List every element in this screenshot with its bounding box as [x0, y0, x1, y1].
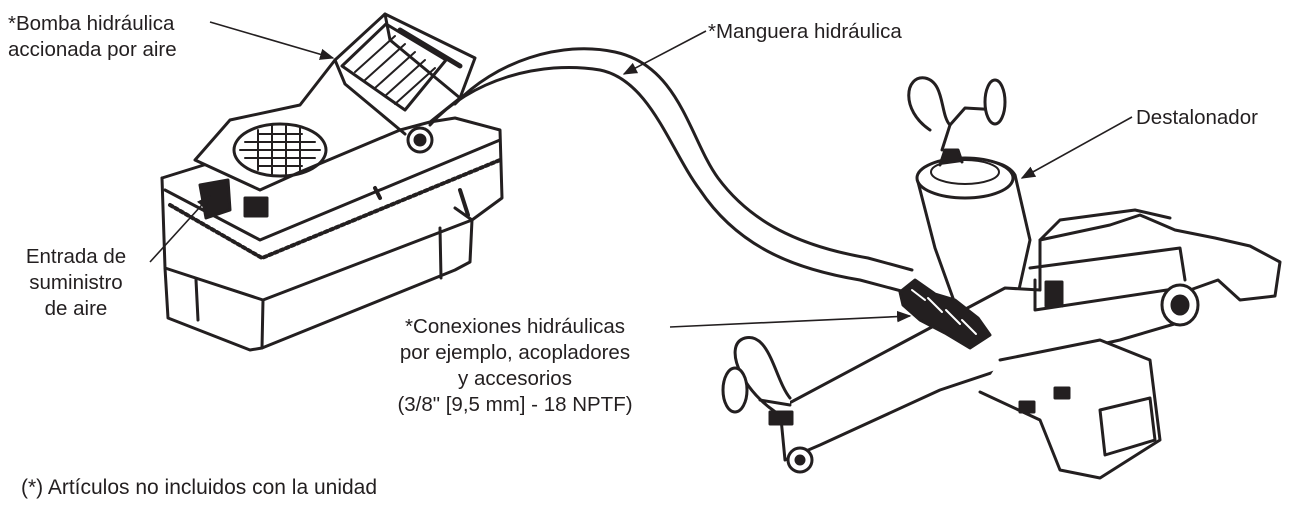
label-hose: *Manguera hidráulica	[708, 20, 902, 43]
leader-connections	[669, 310, 912, 328]
label-air-inlet: Entrada de suministro de aire	[6, 244, 146, 322]
label-destalonador: Destalonador	[1136, 106, 1258, 129]
label-air-inlet-line-2: suministro	[29, 271, 123, 294]
label-pump: *Bomba hidráulica accionada por aire	[8, 11, 177, 63]
leader-pump	[209, 21, 335, 60]
label-connections: *Conexiones hidráulicas por ejemplo, aco…	[355, 314, 675, 418]
label-connections-line-1: *Conexiones hidráulicas	[405, 315, 625, 338]
footnote: (*) Artículos no incluidos con la unidad	[21, 476, 378, 499]
label-connections-line-2: por ejemplo, acopladores	[399, 341, 631, 364]
label-pump-line-2: accionada por aire	[8, 38, 177, 61]
label-air-inlet-line-1: Entrada de	[25, 245, 127, 268]
leader-hose	[622, 30, 707, 75]
leader-air-inlet	[149, 194, 211, 263]
bead-breaker-drawing	[721, 76, 1282, 480]
label-pump-line-1: *Bomba hidráulica	[8, 12, 175, 35]
label-air-inlet-line-3: de aire	[44, 297, 108, 320]
label-connections-line-4: (3/8" [9,5 mm] - 18 NPTF)	[397, 393, 633, 416]
leader-lines	[149, 21, 1133, 328]
label-connections-line-3: y accesorios	[458, 367, 572, 390]
leader-destalonador	[1020, 116, 1133, 179]
hydraulic-hose-drawing	[428, 47, 914, 294]
hydraulic-pump-drawing	[160, 12, 504, 352]
